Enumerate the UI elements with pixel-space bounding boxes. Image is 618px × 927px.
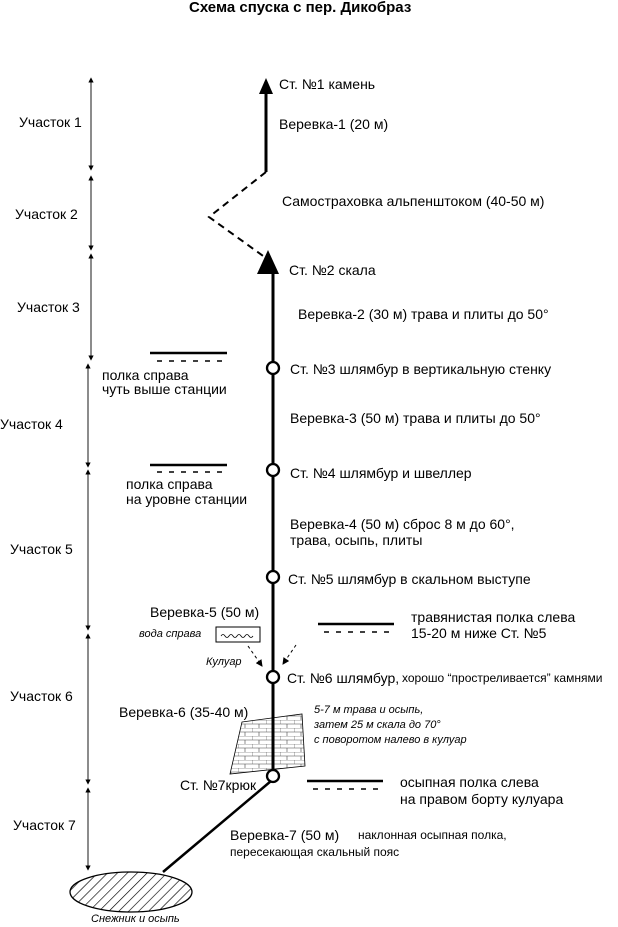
self-belay-label: Самостраховка альпенштоком (40-50 м) — [282, 193, 545, 209]
diagram-title: Схема спуска с пер. Дикобраз — [189, 0, 412, 16]
rope-3-label: Веревка-3 (50 м) трава и плиты до 50° — [290, 410, 541, 426]
shelf-5-label-line2: 15-20 м ниже Ст. №5 — [411, 625, 547, 641]
station-4-circle — [265, 462, 281, 478]
section-label-6: Участок 6 — [10, 688, 73, 704]
shelf-5-label-line1: травянистая полка слева — [411, 609, 576, 625]
rope-6-note-line1: 5-7 м трава и осыпь, — [314, 704, 424, 716]
station-2-label: Ст. №2 скала — [289, 262, 376, 278]
snowfield-label: Снежник и осыпь — [91, 913, 180, 925]
station-5-circle — [265, 569, 281, 585]
snowfield-scree-shape — [69, 871, 193, 913]
section-label-5: Участок 5 — [10, 541, 73, 557]
station-3-circle — [265, 360, 281, 376]
water-right-note: вода справа — [139, 628, 202, 640]
shelf-7-label-line1: осыпная полка слева — [400, 774, 539, 790]
rope-7-desc-line2: пересекающая скальный пояс — [230, 845, 400, 859]
station-5-label: Ст. №5 шлямбур в скальном выступе — [288, 571, 531, 587]
station-2-triangle — [257, 250, 279, 274]
section-label-2: Участок 2 — [15, 206, 78, 222]
shelf-4-label-line1: полка справа — [126, 476, 213, 492]
station-1-label: Ст. №1 камень — [279, 76, 376, 92]
station-7-circle — [265, 768, 281, 784]
rope-4-label-line1: Веревка-4 (50 м) сброс 8 м до 60°, — [290, 516, 515, 532]
station-3-label: Ст. №3 шлямбур в вертикальную стенку — [290, 361, 552, 377]
section-label-7: Участок 7 — [13, 817, 76, 833]
couloir-note: Кулуар — [206, 656, 242, 668]
station-6-circle — [265, 669, 281, 685]
rope-2-label: Веревка-2 (30 м) трава и плиты до 50° — [298, 306, 549, 322]
water-waves-icon — [220, 634, 254, 638]
rope-7-desc-line1: наклонная осыпная полка, — [358, 828, 507, 842]
route-line — [162, 88, 275, 873]
rope-6-note-line2: затем 25 м скала до 70° — [314, 719, 441, 731]
section-label-3: Участок 3 — [17, 299, 80, 315]
shelf-3-label-line2: чуть выше станции — [102, 381, 227, 397]
shelf-7-label-line2: на правом борту кулуара — [400, 791, 564, 807]
couloir-arrows — [247, 644, 297, 667]
station-6-note: хорошо “простреливается” камнями — [402, 671, 603, 685]
rock-band-shape — [229, 713, 306, 775]
rope-1-label: Веревка-1 (20 м) — [279, 116, 389, 132]
section-label-4: Участок 4 — [0, 416, 63, 432]
station-6-label: Ст. №6 шлямбур, — [287, 670, 400, 686]
shelf-symbols — [150, 351, 394, 790]
shelf-3-label-line1: полка справа — [102, 367, 189, 383]
section-divider-arrows — [85, 77, 94, 871]
rope-4-label-line2: трава, осыпь, плиты — [290, 532, 423, 548]
station-7-label: Ст. №7крюк — [180, 777, 257, 793]
station-circles — [265, 360, 281, 784]
station-1-arrowhead — [259, 78, 273, 94]
shelf-4-label-line2: на уровне станции — [126, 491, 248, 507]
rope-5-label: Веревка-5 (50 м) — [150, 604, 260, 620]
station-4-label: Ст. №4 шлямбур и швеллер — [290, 465, 472, 481]
rope-6-label: Веревка-6 (35-40 м) — [119, 704, 249, 720]
rope-7-label: Веревка-7 (50 м) — [230, 827, 340, 843]
rope-6-note-line3: с поворотом налево в кулуар — [314, 734, 467, 746]
section-label-1: Участок 1 — [19, 114, 82, 130]
